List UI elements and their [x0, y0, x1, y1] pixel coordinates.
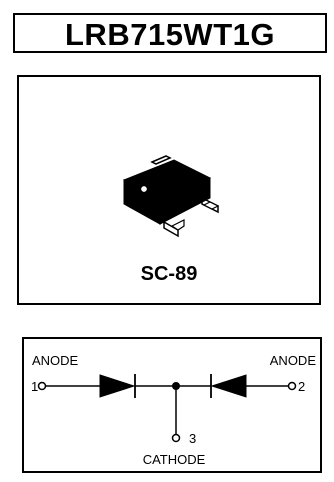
pin3-terminal	[171, 433, 181, 443]
pin2-number: 2	[298, 379, 305, 394]
pin2-name: ANODE	[270, 353, 317, 368]
pin3-number: 3	[189, 431, 196, 446]
part-number-title: LRB715WT1G	[65, 16, 275, 52]
diode1-symbol	[99, 374, 136, 398]
package-outline-panel: SC-89	[17, 75, 321, 305]
diode2-symbol	[210, 374, 247, 398]
part-number-header: LRB715WT1G	[13, 13, 327, 53]
package-name-label: SC-89	[140, 263, 198, 285]
diode-schematic-panel: ANODE 1 ANODE 2 3 CATHODE	[22, 337, 322, 473]
pin1-terminal	[37, 381, 47, 391]
pin3-name: CATHODE	[143, 452, 206, 467]
dual-diode-schematic: ANODE 1 ANODE 2 3 CATHODE	[31, 353, 317, 467]
sc-89-package-icon	[122, 155, 220, 238]
pin1-name: ANODE	[32, 353, 79, 368]
pin1-number: 1	[31, 379, 38, 394]
pin2-terminal	[287, 381, 297, 391]
